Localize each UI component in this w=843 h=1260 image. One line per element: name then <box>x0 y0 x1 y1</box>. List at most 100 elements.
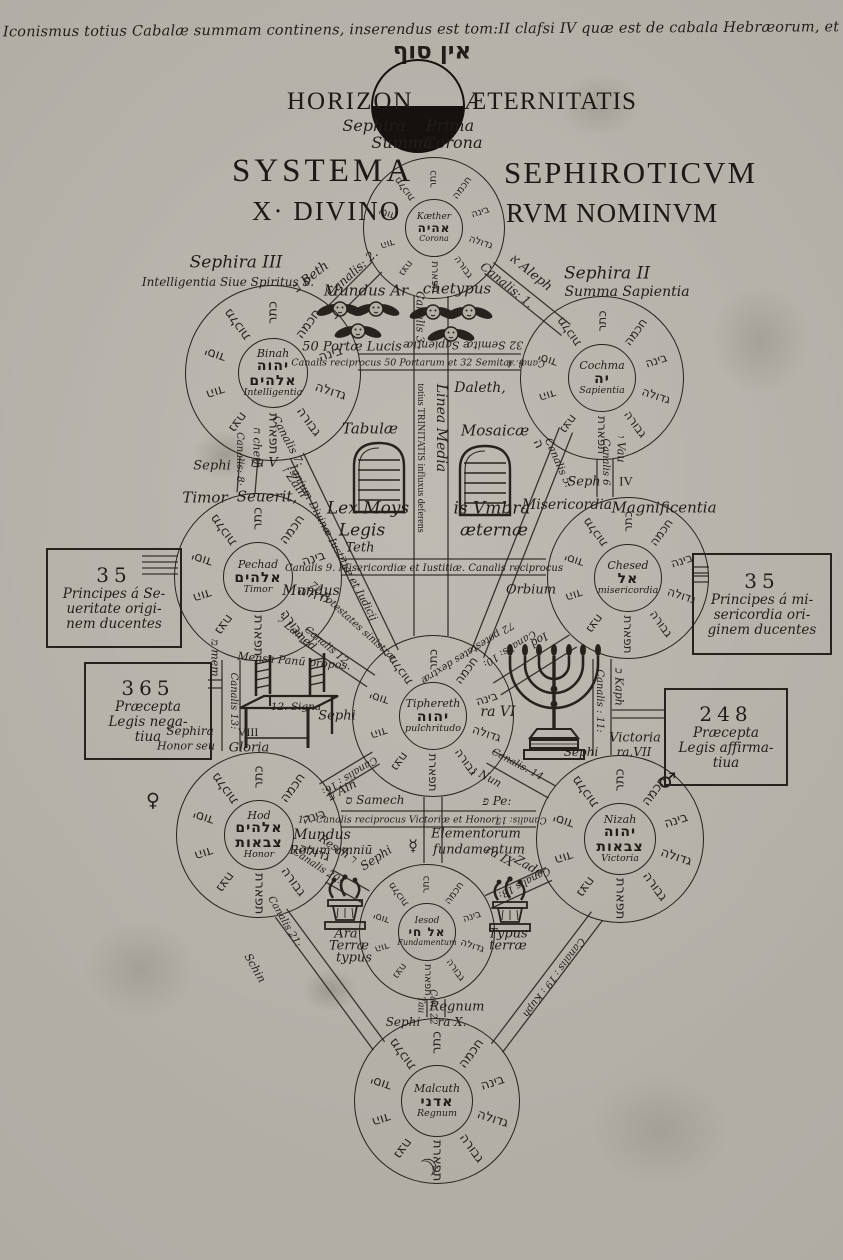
label-sephVI_b: ra VI <box>480 704 516 720</box>
sephira-hebrew: יה <box>594 370 610 387</box>
label-c11: Canalis : 11: <box>594 669 605 733</box>
venus-symbol: ♀ <box>146 789 160 812</box>
sephira-latin: Timor <box>243 584 273 596</box>
wheel-spoke: מלכות <box>208 769 242 807</box>
paper-stain <box>560 1050 760 1210</box>
sephira-name: Tiphereth <box>405 697 461 711</box>
wheel-spoke: גבורה <box>277 864 309 900</box>
wheel-spoke: כתר <box>595 310 609 332</box>
wheel-spoke: כתר <box>251 765 267 789</box>
label-elem1: Elementorum <box>431 826 521 842</box>
wheel-spoke: יסוד <box>368 1072 395 1094</box>
wheel-spoke: חכמה <box>450 174 475 202</box>
wheel-spoke: מלכות <box>553 314 584 350</box>
box-365-praecepta: 365 Præcepta Legis nega- tiua <box>84 662 212 760</box>
manuscript-caption: Iconismus totius Cabalæ summam continens… <box>2 18 843 41</box>
label-sephIV_a: Seph <box>567 474 601 490</box>
label-portae: 50 Portæ Lucis <box>302 339 402 355</box>
label-timor: Timor <box>182 488 228 507</box>
label-honorseu: Honor seu <box>157 739 215 753</box>
label-lex3: is Vmbra <box>453 498 531 519</box>
label-chetypus: chetypus <box>422 279 492 298</box>
label-lex4: æternæ <box>460 520 528 541</box>
label-c6l: ו Vau <box>614 435 628 463</box>
wheel-spoke: בינה <box>662 809 690 832</box>
label-sephVIII_b: VIII <box>237 725 259 739</box>
label-ara2: Terræ <box>328 938 370 954</box>
sephira-hebrew: אהיה <box>417 221 451 236</box>
label-sephVII_b: ra.VII <box>616 745 652 759</box>
box-line: tiua <box>712 754 740 771</box>
wheel-spoke: כתר <box>428 170 439 188</box>
sephira-latin: Corona <box>419 233 449 243</box>
label-c6: Canalis 6 <box>600 438 611 486</box>
label-magnificentia: Magnificentia <box>611 498 717 517</box>
label-mundus2: Mundus <box>293 827 351 843</box>
box-number: 248 <box>699 702 753 727</box>
title-sephiroticvm: SEPHIROTICVM <box>504 155 758 190</box>
label-samech: ס Samech <box>345 793 405 807</box>
sephira-name: Pechad <box>237 558 279 572</box>
wheel-spoke: חכמה <box>276 512 309 548</box>
wheel-spoke: מלכות <box>207 511 241 549</box>
wheel-spoke: תפארת <box>621 615 635 654</box>
label-tabulae: Tabulæ <box>342 419 398 438</box>
wheel-spoke: בינה <box>643 350 669 371</box>
wheel-spoke: נצח <box>396 258 415 278</box>
label-semitae: 32 Semitæ Sapientiæ <box>402 338 524 352</box>
wheel-spoke: תפארת <box>612 878 628 920</box>
label-c5l: ה <box>529 437 547 451</box>
box-35-principes-mercy: 35 Principes á mi- sericordia ori- ginem… <box>692 553 832 655</box>
wheel-spoke: נצח <box>390 960 409 981</box>
label-c19: Canalis : 19 : Kuph <box>520 935 587 1020</box>
box-number: 35 <box>744 569 780 594</box>
label-rerum: Rerum omniū <box>289 843 373 857</box>
wheel-spoke: גבורה <box>639 869 671 905</box>
horizon-left-label: HORIZON <box>287 88 414 115</box>
wheel-spoke: בינה <box>478 1072 507 1094</box>
box-number: 365 <box>121 676 175 701</box>
wheel-spoke: מלכות <box>579 515 611 550</box>
label-c21l: Schin <box>241 951 269 985</box>
label-binah2: Intelligentia Siue Spiritus S. <box>141 275 315 289</box>
box-number: 35 <box>96 563 132 588</box>
label-elem2: fundamentum <box>433 842 525 858</box>
label-c8: Canalis: 8: <box>234 432 245 486</box>
wheel-spoke: הוד <box>537 386 559 405</box>
sephira-hebrew: אלהים צבאות <box>235 820 283 851</box>
box-line: ginem ducentes <box>707 621 817 638</box>
label-c22l: Tau <box>415 996 426 1014</box>
label-c3band: totius TRINITATIS influxus deferens <box>415 383 426 533</box>
sephira-hebrew: יהוה אלהים <box>249 358 297 389</box>
mercury-symbol: ☿ <box>408 836 418 855</box>
label-misericordia: Misericordia <box>521 497 613 513</box>
label-sephVII_a: Sephi <box>563 745 599 759</box>
sephira-name: Nizah <box>603 812 637 826</box>
wheel-spoke: חכמה <box>646 515 676 549</box>
sephira-latin: Victoria <box>601 853 639 865</box>
wheel-spoke: מלכות <box>568 772 602 810</box>
wheel-spoke: גדולה <box>475 1107 511 1132</box>
sephira-latin: Fundamentum <box>397 937 457 947</box>
label-c17r: Canalis: 17 <box>495 814 547 825</box>
sephira-latin: Honor <box>243 849 275 861</box>
box-line: Præcepta <box>693 724 759 741</box>
wheel-spoke: גדולה <box>458 937 486 956</box>
label-gloria: Gloria <box>228 740 270 756</box>
wheel-spoke: כתר <box>612 768 628 792</box>
label-cochma1: Sephira II <box>563 263 651 284</box>
wheel-spoke: נצח <box>572 873 598 900</box>
label-terrae2: terræ <box>489 938 527 954</box>
label-sephX_a: Sephi <box>385 1015 421 1029</box>
